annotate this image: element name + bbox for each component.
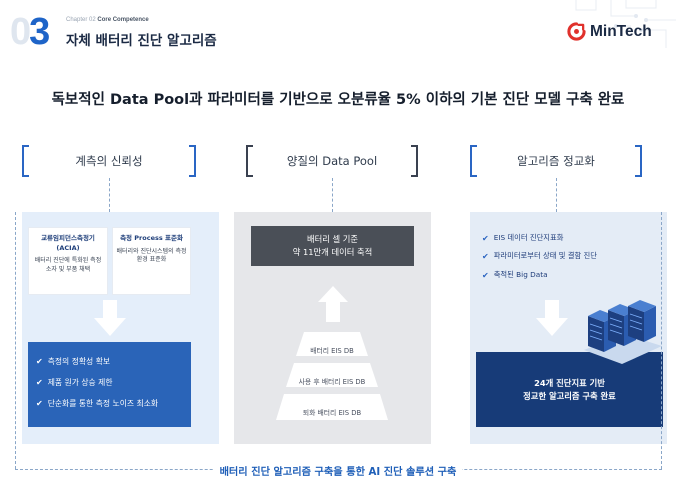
pyramid-tier-3: 퇴화 배터리 EIS DB	[302, 409, 362, 417]
card-process-standard: 측정 Process 표준화 배터리와 진단시스템의 측정환경 표준화	[112, 227, 191, 295]
bracket-line-left	[15, 212, 16, 469]
footer-summary: 배터리 진단 알고리즘 구축을 통한 AI 진단 솔루션 구축	[0, 463, 676, 478]
data-pyramid	[276, 332, 388, 420]
down-arrow-icon	[536, 300, 568, 336]
bracket-line-right	[661, 212, 662, 469]
connector-line	[332, 178, 333, 212]
list-item: ✔축적된 Big Data	[482, 270, 548, 280]
logo-text: MinTech	[590, 22, 652, 40]
section-number: 03	[10, 11, 50, 53]
card-acia: 교류임피던스측정기 (ACIA) 배터리 진단에 특화된 측정 소자 및 부품 …	[28, 227, 108, 295]
list-item: ✔측정의 정확성 확보	[36, 357, 111, 366]
mintech-logo: MinTech	[567, 22, 652, 41]
pyramid-tier-2: 사용 후 배터리 EIS DB	[298, 378, 366, 386]
reliability-results-box	[28, 342, 191, 427]
pyramid-tier-1: 배터리 EIS DB	[310, 347, 354, 355]
check-icon: ✔	[36, 378, 43, 387]
headline: 독보적인 Data Pool과 파라미터를 기반으로 오분류율 5% 이하의 기…	[51, 92, 625, 108]
circuit-decoration-icon	[575, 0, 676, 48]
mintech-logo-icon	[567, 22, 586, 41]
up-arrow-icon	[318, 286, 348, 322]
algorithm-result-box: 24개 진단지표 기반 정교한 알고리즘 구축 완료	[476, 352, 663, 427]
list-item: ✔제품 원가 상승 제한	[36, 378, 113, 387]
check-icon: ✔	[36, 399, 43, 408]
column-heading-data-pool: 양질의 Data Pool	[246, 145, 418, 177]
check-icon: ✔	[36, 357, 43, 366]
column-heading-reliability: 계측의 신뢰성	[22, 145, 196, 177]
list-item: ✔단순화를 통한 측정 노이즈 최소화	[36, 399, 159, 408]
down-arrow-icon	[94, 300, 126, 336]
list-item: ✔EIS 데이터 진단지표화	[482, 233, 564, 243]
connector-line	[556, 178, 557, 212]
check-icon: ✔	[482, 233, 489, 243]
server-rack-icon	[584, 300, 662, 364]
chapter-label: Chapter 02 Core Competence	[66, 17, 149, 23]
check-icon: ✔	[482, 270, 489, 280]
connector-line	[109, 178, 110, 212]
data-count-box: 배터리 셀 기준 약 11만개 데이터 축적	[251, 226, 414, 266]
page-title: 자체 배터리 진단 알고리즘	[66, 33, 217, 49]
column-heading-algorithm: 알고리즘 정교화	[470, 145, 642, 177]
list-item: ✔파라미터로부터 상태 및 결함 진단	[482, 251, 597, 261]
check-icon: ✔	[482, 251, 489, 261]
